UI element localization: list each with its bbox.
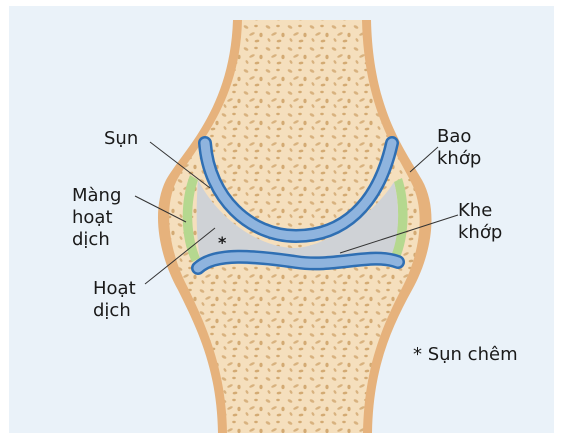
meniscus-marker: * xyxy=(218,232,226,254)
label-cartilage: Sụn xyxy=(104,128,138,150)
label-joint-capsule: Bao khớp xyxy=(437,126,481,170)
meniscus-legend: * Sụn chêm xyxy=(413,344,518,366)
label-synovial-membrane: Màng hoạt dịch xyxy=(72,185,121,251)
label-joint-space: Khe khớp xyxy=(458,200,502,244)
label-synovial-fluid: Hoạt dịch xyxy=(93,278,136,322)
leader-joint-capsule xyxy=(410,147,438,172)
